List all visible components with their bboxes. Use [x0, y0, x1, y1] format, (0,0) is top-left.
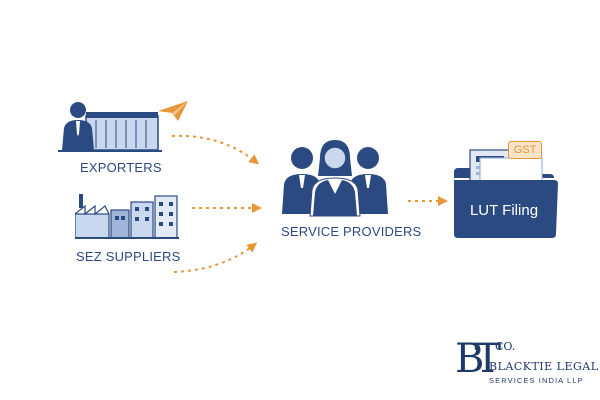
gst-tag: GST [508, 141, 542, 159]
arrow-exporters-to-providers [171, 134, 260, 165]
lut-filing-folder [454, 149, 558, 238]
service-providers-icon [282, 140, 388, 217]
logo-mark: BT [455, 336, 501, 382]
brand-logo: BT CO. BLACKTIE LEGAL SERVICES INDIA LLP [455, 336, 598, 392]
exporters-label: EXPORTERS [80, 160, 162, 175]
arrow-bottom-to-providers [173, 242, 258, 273]
brand-subtitle: SERVICES INDIA LLP [489, 376, 584, 385]
logo-mark-sup: CO. [495, 340, 516, 353]
sez-suppliers-label: SEZ SUPPLIERS [76, 249, 181, 264]
lut-filing-label: LUT Filing [469, 202, 539, 219]
brand-name: BLACKTIE LEGAL [489, 360, 599, 373]
exporter-icon [58, 102, 162, 152]
service-providers-label: SERVICE PROVIDERS [281, 224, 422, 239]
sez-icon [75, 194, 179, 239]
paper-plane-icon [158, 101, 188, 121]
